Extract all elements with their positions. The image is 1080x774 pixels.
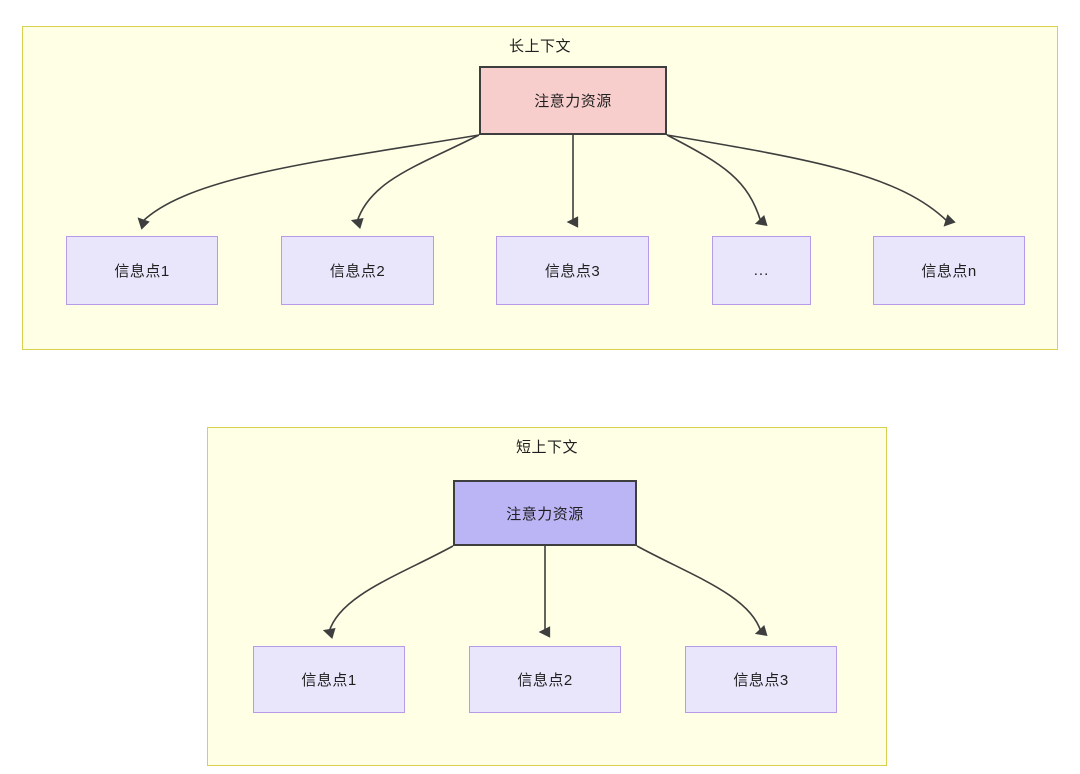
node-short-context-info-point-2-label: 信息点2 (517, 672, 573, 689)
node-long-context-info-point-ellipsis-label: ... (753, 262, 770, 279)
node-long-context-info-point-ellipsis[interactable]: ... (712, 236, 811, 305)
node-long-context-attention-resource-label: 注意力资源 (534, 93, 612, 110)
node-long-context-info-point-n[interactable]: 信息点n (873, 236, 1025, 305)
node-long-context-info-point-3-label: 信息点3 (544, 263, 601, 280)
node-short-context-info-point-1[interactable]: 信息点1 (253, 646, 405, 713)
node-short-context-attention-resource[interactable]: 注意力资源 (453, 480, 637, 546)
node-long-context-info-point-2-label: 信息点2 (329, 263, 386, 280)
node-long-context-info-point-1-label: 信息点1 (114, 263, 170, 280)
node-short-context-info-point-3[interactable]: 信息点3 (685, 646, 837, 713)
node-short-context-attention-resource-label: 注意力资源 (506, 505, 584, 523)
panel-short-context-title: 短上下文 (515, 439, 578, 456)
node-long-context-info-point-n-label: 信息点n (921, 263, 977, 280)
panel-long-context-title: 长上下文 (508, 38, 571, 55)
node-short-context-info-point-2[interactable]: 信息点2 (469, 646, 621, 713)
node-long-context-attention-resource[interactable]: 注意力资源 (479, 66, 667, 135)
node-short-context-info-point-1-label: 信息点1 (301, 672, 357, 689)
panel-short-context: 短上下文 (207, 427, 887, 766)
node-short-context-info-point-3-label: 信息点3 (733, 672, 789, 689)
node-long-context-info-point-3[interactable]: 信息点3 (496, 236, 649, 305)
node-long-context-info-point-1[interactable]: 信息点1 (66, 236, 218, 305)
node-long-context-info-point-2[interactable]: 信息点2 (281, 236, 434, 305)
